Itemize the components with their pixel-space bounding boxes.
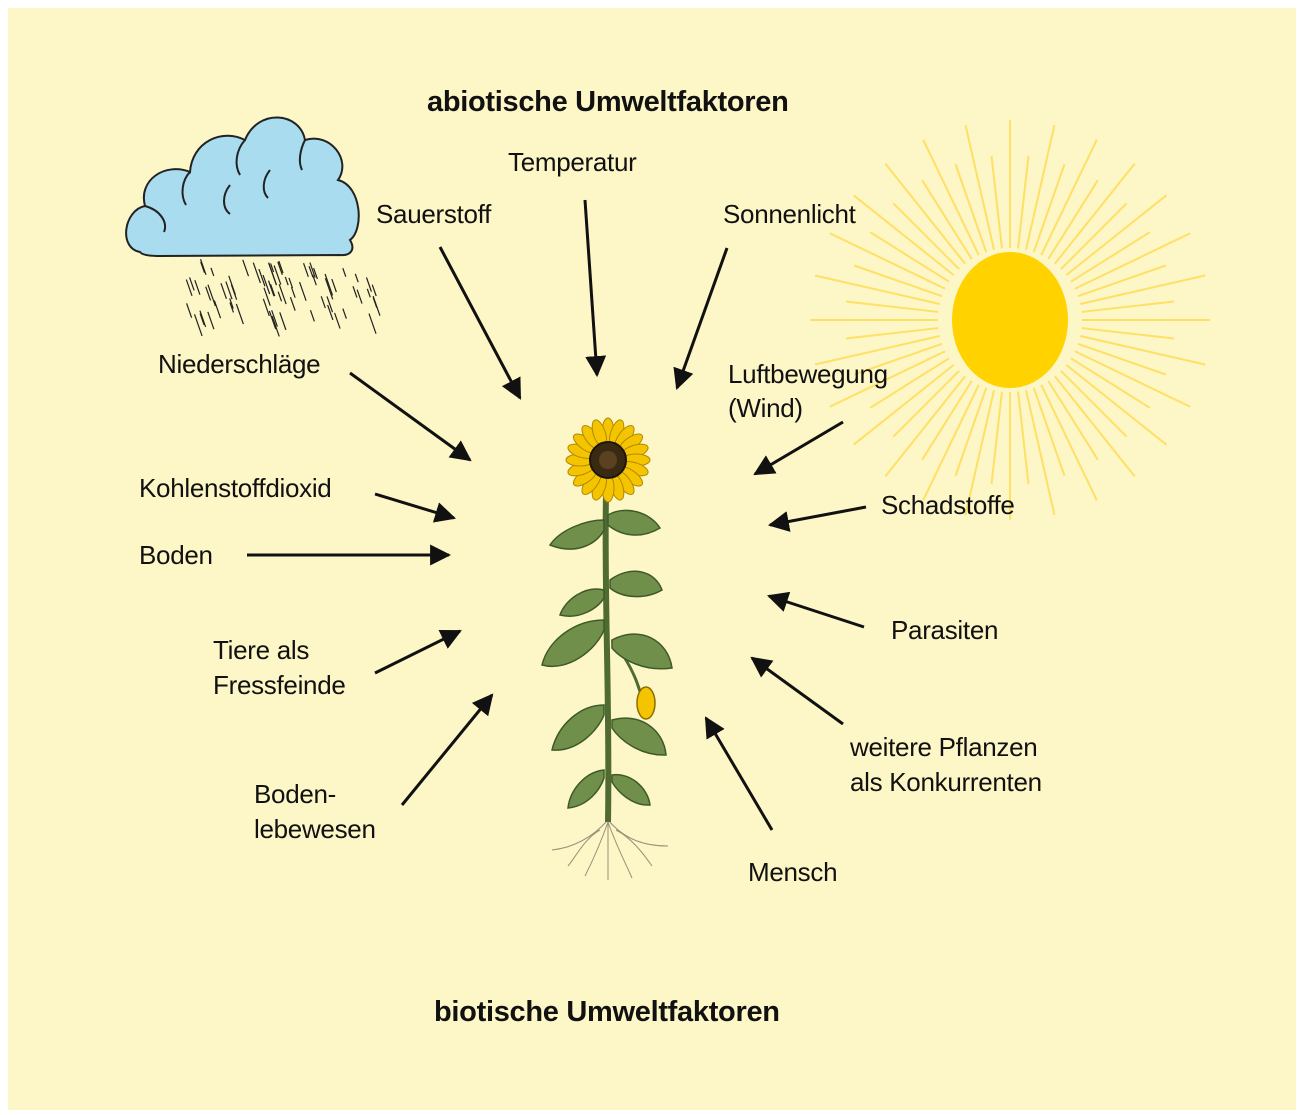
arrow-mensch <box>706 718 772 830</box>
arrow-kohlenstoffdioxid <box>375 494 454 518</box>
label-schadstoffe: Schadstoffe <box>881 488 1015 522</box>
label-sauerstoff: Sauerstoff <box>376 197 491 231</box>
rain-cloud-icon <box>126 117 380 336</box>
label-tiere-line2: Fressfeinde <box>213 668 346 702</box>
label-parasiten: Parasiten <box>891 613 998 647</box>
label-temperatur: Temperatur <box>508 145 637 179</box>
label-tiere-line1: Tiere als <box>213 633 309 667</box>
label-niederschlaege: Niederschläge <box>158 347 320 381</box>
arrow-sonnenlicht <box>677 248 727 388</box>
label-luftbewegung-line1: Luftbewegung <box>728 357 888 391</box>
label-mensch: Mensch <box>748 855 837 889</box>
sunflower-icon <box>542 418 672 880</box>
arrow-tiere <box>375 631 460 673</box>
label-bodenlebewesen-line1: Boden- <box>254 777 336 811</box>
arrow-parasiten <box>769 596 864 627</box>
label-boden: Boden <box>139 538 213 572</box>
label-luftbewegung-line2: (Wind) <box>728 391 803 425</box>
arrow-sauerstoff <box>440 247 520 398</box>
arrow-pflanzen <box>752 658 843 724</box>
arrow-luftbewegung <box>755 422 843 474</box>
arrow-niederschlaege <box>350 373 470 460</box>
arrow-schadstoffe <box>770 507 866 525</box>
sun-icon <box>810 120 1210 520</box>
label-pflanzen-line2: als Konkurrenten <box>850 765 1042 799</box>
arrow-temperatur <box>585 200 597 375</box>
heading-biotic: biotische Umweltfaktoren <box>434 996 780 1029</box>
heading-abiotic: abiotische Umweltfaktoren <box>427 86 789 119</box>
label-pflanzen-line1: weitere Pflanzen <box>850 730 1037 764</box>
label-bodenlebewesen-line2: lebewesen <box>254 812 376 846</box>
arrow-bodenlebewesen <box>402 695 492 805</box>
label-kohlenstoffdioxid: Kohlenstoffdioxid <box>139 471 331 505</box>
label-sonnenlicht: Sonnenlicht <box>723 197 856 231</box>
